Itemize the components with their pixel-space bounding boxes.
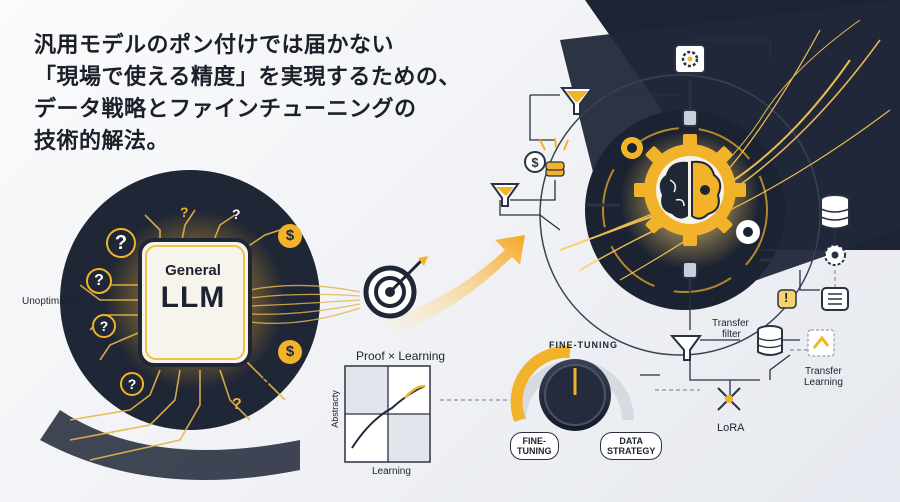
question-mark-icon: ? (92, 314, 116, 338)
chart-y-axis-label: Abstracty (329, 390, 340, 428)
proof-learning-title: Proof × Learning (356, 349, 446, 363)
headline-line-1: 汎用モデルのポン付けでは届かない (34, 33, 395, 58)
question-mark-icon: ? (86, 268, 112, 294)
fine-tuning-pill-line-2: TUNING (517, 446, 552, 456)
transfer-learning-line-2: Learning (804, 377, 843, 388)
gear-icon-right (736, 220, 760, 244)
funnel-icon-left (490, 183, 520, 207)
alert-icon (777, 289, 797, 309)
fine-tuning-pill-line-1: FINE- (522, 436, 547, 446)
alert-glyph: ! (784, 290, 789, 305)
transfer-learning-line-1: Transfer (805, 366, 842, 377)
transfer-filter-line-1: Transfer (712, 318, 749, 329)
headline-line-3: データ戦略とファインチューニングの (34, 97, 417, 122)
left-swoosh (40, 410, 300, 480)
transfer-learning-icon (807, 329, 835, 357)
chart-x-axis-label: Learning (372, 466, 411, 477)
database-icon (820, 194, 850, 230)
dollar-icon-small: $ (524, 151, 546, 173)
general-llm-line-1: General (165, 262, 221, 279)
list-icon (821, 287, 849, 311)
headline-line-4: 技術的解法。 (34, 129, 170, 154)
transfer-learning-label: Transfer Learning (804, 366, 843, 388)
gear-icon-left (621, 137, 643, 159)
general-llm-label: General LLM (138, 262, 248, 315)
unoptimized-label: Unoptimized (22, 296, 78, 307)
question-mark-icon: ? (120, 372, 144, 396)
database-icon-small (757, 325, 783, 356)
question-mark-icon: ? (106, 228, 136, 258)
dollar-icon: $ (278, 340, 302, 364)
data-strategy-pill: DATA STRATEGY (600, 432, 663, 460)
lora-label: LoRA (717, 422, 745, 434)
question-mark-icon: ? (180, 204, 189, 220)
question-mark-icon: ? (262, 372, 273, 392)
coin-stack-icon (539, 137, 569, 177)
transfer-filter-line-2: filter (722, 329, 741, 340)
data-strategy-line-1: DATA (619, 436, 643, 446)
settings-gear-box-icon (674, 44, 706, 74)
transfer-filter-label: Transfer filter (712, 318, 749, 340)
dollar-icon: $ (278, 224, 302, 248)
general-llm-line-2: LLM (160, 281, 226, 314)
headline: 汎用モデルのポン付けでは届かない 「現場で使える精度」を実現するための、 データ… (34, 30, 461, 158)
funnel-icon-transfer (669, 335, 702, 361)
funnel-icon-top (560, 87, 594, 115)
general-llm-chip (138, 238, 252, 367)
target-icon (363, 256, 428, 319)
headline-line-2: 「現場で使える精度」を実現するための、 (34, 65, 461, 90)
flow-lines (499, 39, 836, 400)
fine-tuning-pill: FINE- TUNING (510, 432, 559, 460)
proof-learning-chart (344, 365, 431, 463)
brain-gear-icon (634, 134, 746, 246)
question-mark-icon: ? (232, 206, 241, 222)
lora-icon (717, 387, 741, 411)
svg-text:$: $ (531, 155, 539, 170)
fine-tuning-title: FINE-TUNING (549, 340, 618, 350)
gear-icon-small-right (824, 244, 846, 266)
data-strategy-line-2: STRATEGY (607, 446, 656, 456)
question-mark-icon: ? (232, 396, 242, 413)
fine-tuning-dial (510, 345, 634, 431)
progress-arrow (385, 235, 525, 335)
